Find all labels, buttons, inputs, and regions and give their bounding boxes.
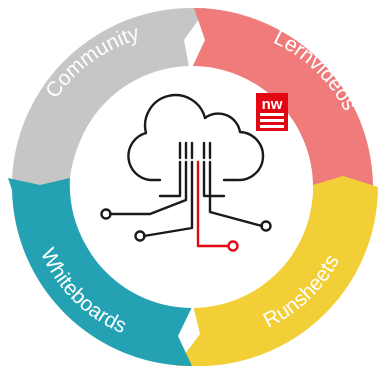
cloud-network-icon [100,93,272,252]
nw-logo: nw [256,93,288,131]
svg-text:nw: nw [262,96,283,113]
segment-whiteboards[interactable] [8,178,193,366]
